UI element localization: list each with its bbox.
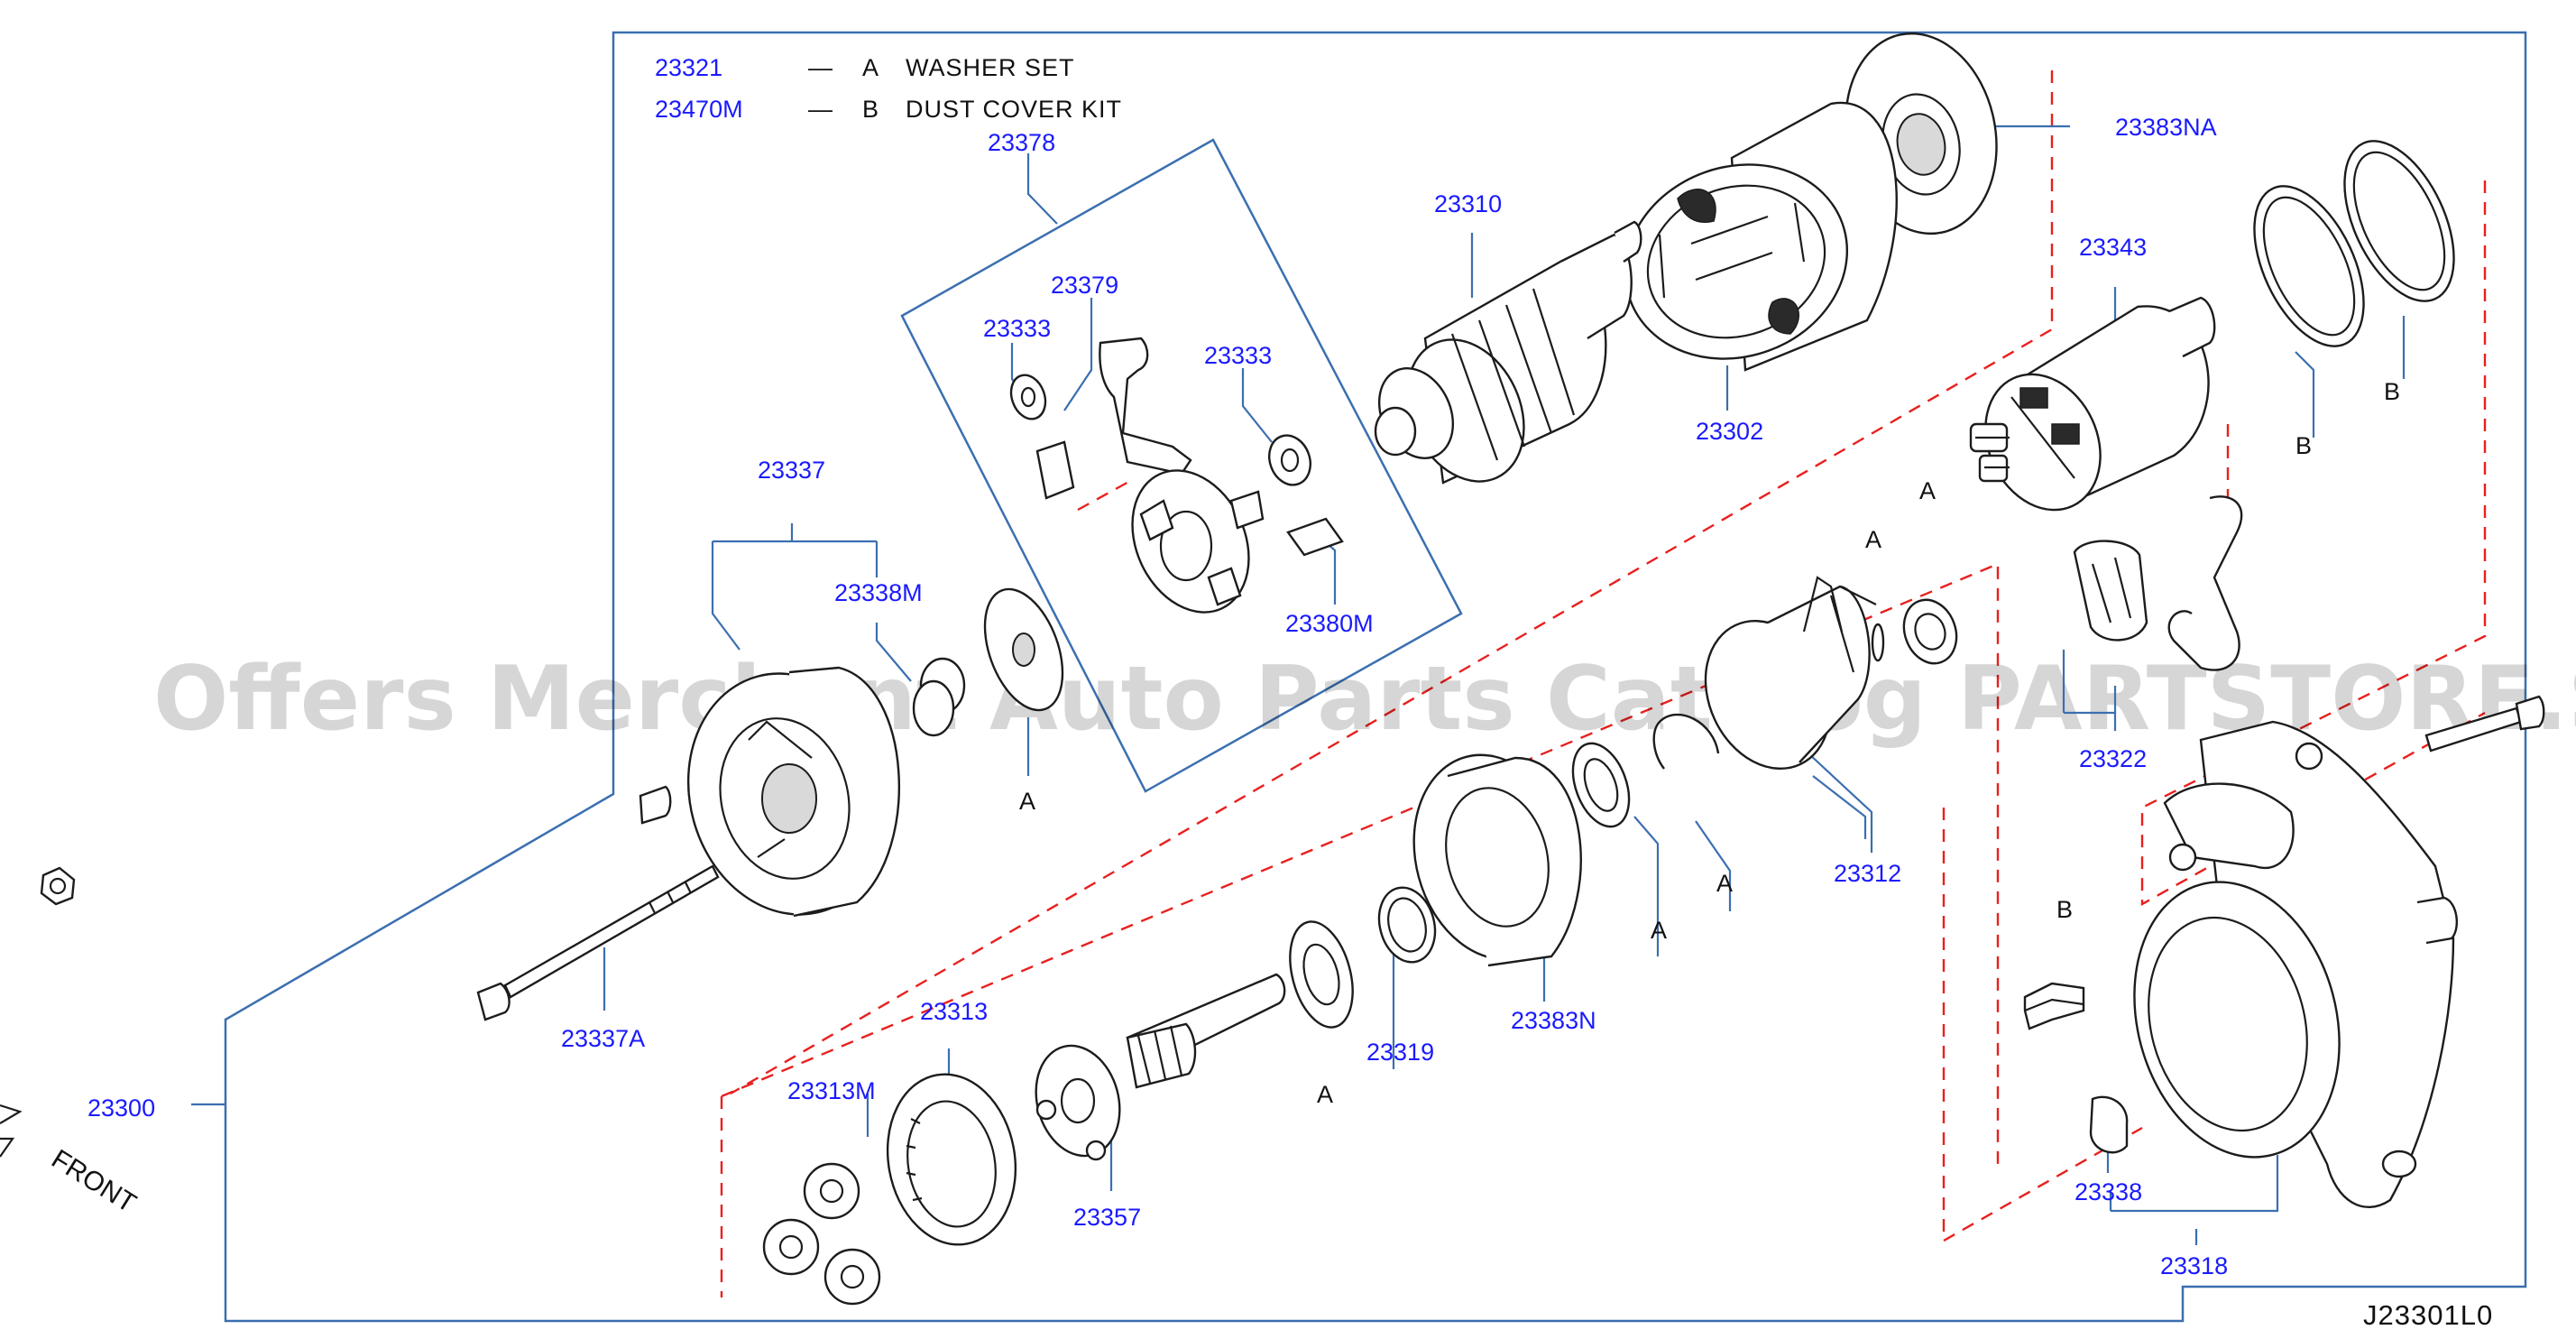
brush-holder-parts xyxy=(1009,337,1344,614)
planetary-gears xyxy=(762,1073,1017,1306)
washer-set-marker: A xyxy=(1651,917,1668,944)
part-label-23313m: 23313M xyxy=(787,1077,876,1104)
pinion-shaft xyxy=(1035,973,1286,1161)
front-section-outline xyxy=(720,562,2143,1297)
dust-cover-marker: B xyxy=(2295,432,2313,459)
leader-lines xyxy=(191,125,2406,1245)
yoke-housing xyxy=(1624,101,1898,372)
legend-dash: — xyxy=(808,54,833,81)
pinion-clutch xyxy=(1704,576,1877,770)
shift-lever xyxy=(2073,495,2243,671)
part-label-23379: 23379 xyxy=(1051,272,1118,299)
part-label-23333: 23333 xyxy=(983,315,1051,342)
rear-cover xyxy=(639,666,955,918)
legend-description: DUST COVER KIT xyxy=(906,96,1122,123)
brush-holder-frame xyxy=(900,138,1463,793)
part-label-23310: 23310 xyxy=(1434,190,1502,217)
part-label-23337a: 23337A xyxy=(561,1025,645,1052)
part-label-23378: 23378 xyxy=(988,129,1055,156)
dust-cover-marker: B xyxy=(2056,896,2074,923)
front-housing xyxy=(2023,695,2545,1209)
legend-part-no: 23321 xyxy=(655,54,722,81)
armature xyxy=(1374,220,1642,485)
front-label: FRONT xyxy=(46,1144,141,1219)
dust-cover-marker: B xyxy=(2384,378,2401,405)
through-bolt xyxy=(476,864,720,1021)
shaft-rings xyxy=(1289,886,1437,1029)
part-label-23380m: 23380M xyxy=(1285,610,1374,637)
legend-dash: — xyxy=(808,96,833,123)
part-label-23312: 23312 xyxy=(1834,860,1901,887)
part-label-23322: 23322 xyxy=(2079,745,2147,772)
part-label-23337: 23337 xyxy=(758,457,825,484)
legend-description: WASHER SET xyxy=(906,54,1075,81)
part-label-23343: 23343 xyxy=(2079,234,2147,261)
part-label-23302: 23302 xyxy=(1696,418,1763,445)
center-bracket xyxy=(1412,753,1582,967)
washer-set-marker: A xyxy=(1919,477,1937,504)
washer-set-marker: A xyxy=(1019,788,1036,815)
front-arrow-icon xyxy=(0,1104,23,1158)
part-label-23338m: 23338M xyxy=(834,579,923,606)
part-label-23357: 23357 xyxy=(1073,1204,1141,1231)
part-label-23300: 23300 xyxy=(87,1094,155,1122)
watermark-text: Offers Merchant Auto Parts Catalog PARTS… xyxy=(153,648,2576,751)
assembly-frame xyxy=(224,31,2527,1323)
washer-set-marker: A xyxy=(1865,526,1882,553)
diagram-code: J23301L0 xyxy=(2363,1299,2493,1331)
nut xyxy=(40,866,76,906)
dust-cover-rings xyxy=(2253,140,2455,347)
part-label-23319: 23319 xyxy=(1366,1039,1434,1066)
part-label-23383na: 23383NA xyxy=(2115,114,2217,141)
front-direction-indicator: FRONT xyxy=(0,1104,141,1219)
part-label-23338: 23338 xyxy=(2075,1178,2142,1205)
part-label-23333: 23333 xyxy=(1204,342,1272,369)
part-label-23313: 23313 xyxy=(920,998,988,1025)
part-label-23383n: 23383N xyxy=(1511,1007,1596,1034)
washer-set-marker: A xyxy=(1317,1081,1334,1108)
legend: 23321 — A WASHER SET 23470M — B DUST COV… xyxy=(655,54,1122,123)
part-label-23318: 23318 xyxy=(2160,1252,2228,1279)
solenoid-switch xyxy=(1969,296,2216,512)
brush-link-dash xyxy=(1077,478,1133,512)
washer-set-marker: A xyxy=(1716,870,1734,897)
legend-letter: B xyxy=(862,96,879,123)
legend-part-no: 23470M xyxy=(655,96,743,123)
legend-letter: A xyxy=(862,54,879,81)
